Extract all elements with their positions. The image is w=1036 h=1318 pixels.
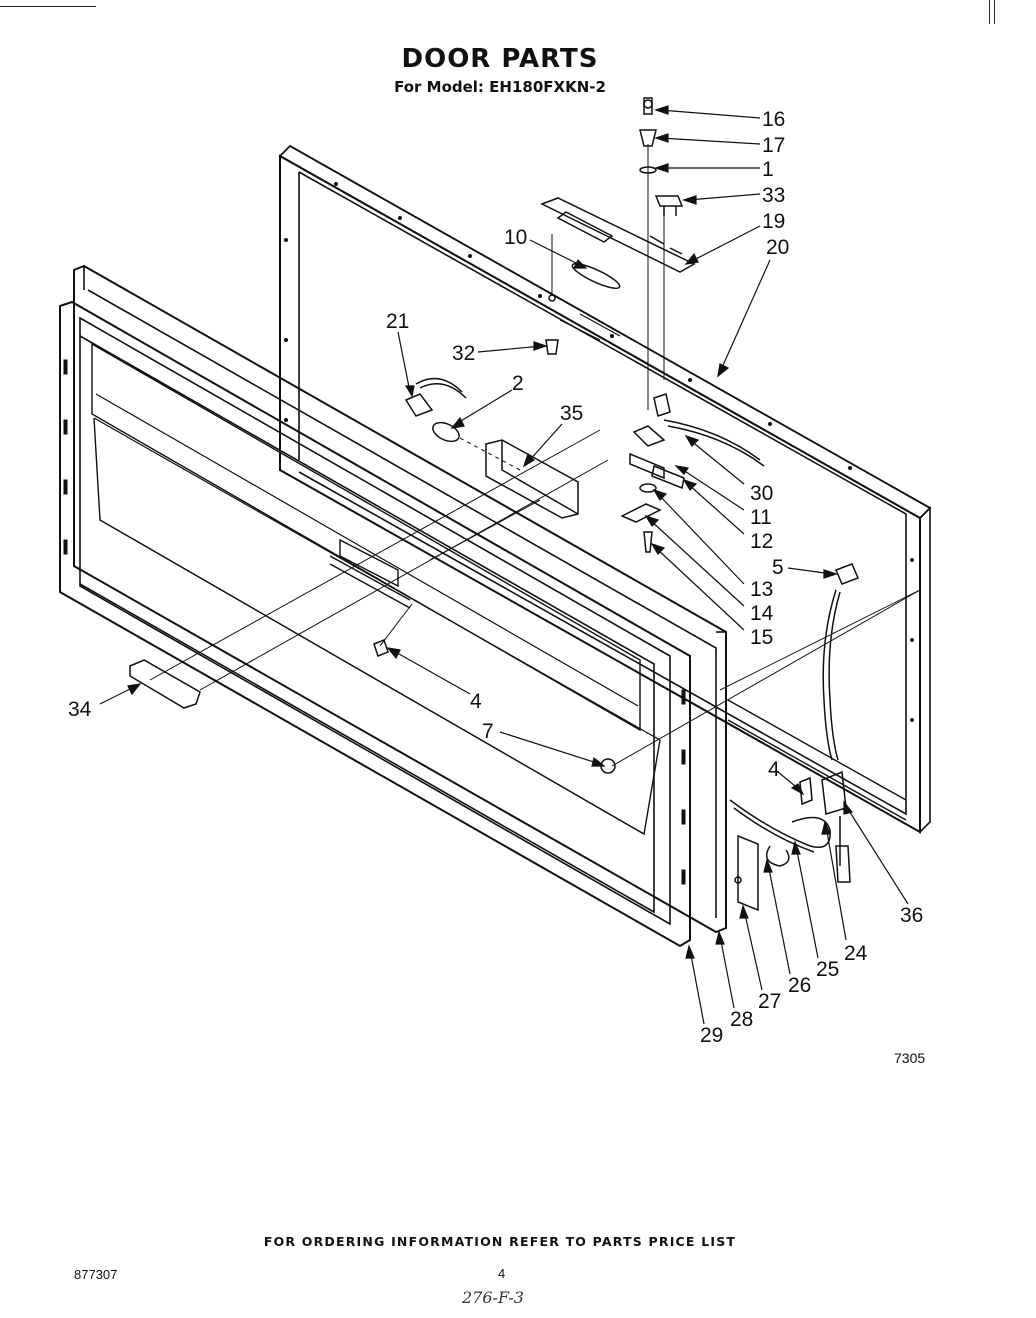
figure-number: 7305 [894, 1050, 926, 1066]
callout-11: 11 [750, 506, 772, 529]
door-outer-panel [59, 264, 727, 948]
callout-24: 24 [844, 942, 868, 965]
callout-28: 28 [730, 1008, 753, 1031]
callout-labels: 16 17 1 33 19 20 10 21 32 2 35 30 11 12 … [68, 108, 923, 1047]
callout-4-upper: 4 [470, 690, 482, 713]
callout-1: 1 [762, 158, 774, 181]
corner-mark [989, 0, 990, 24]
page-title: DOOR PARTS [401, 44, 599, 74]
light-socket [404, 377, 521, 471]
callout-27: 27 [758, 990, 781, 1013]
corner-mark [994, 0, 995, 24]
ordering-note: FOR ORDERING INFORMATION REFER TO PARTS … [263, 1234, 737, 1249]
callout-25: 25 [816, 958, 839, 981]
callout-14: 14 [750, 602, 774, 625]
hinge-stack [540, 97, 765, 553]
callout-29: 29 [700, 1024, 723, 1047]
callout-2: 2 [512, 372, 524, 395]
top-rule [0, 6, 96, 7]
heater-and-switch [729, 563, 859, 912]
callout-12: 12 [750, 530, 773, 553]
callout-13: 13 [750, 578, 773, 601]
callout-35: 35 [560, 402, 583, 425]
callout-34: 34 [68, 698, 92, 721]
page-number: 4 [498, 1266, 506, 1281]
callout-26: 26 [788, 974, 811, 997]
callout-15: 15 [750, 626, 773, 649]
callout-33: 33 [762, 184, 785, 207]
handwritten-note: 276-F-3 [462, 1288, 524, 1307]
callout-4-lower: 4 [768, 758, 780, 781]
callout-17: 17 [762, 134, 785, 157]
callout-7: 7 [482, 720, 494, 743]
rear-door-frame [278, 144, 932, 834]
callout-21: 21 [386, 310, 409, 333]
callout-10: 10 [504, 226, 527, 249]
callout-36: 36 [900, 904, 923, 927]
callout-19: 19 [762, 210, 785, 233]
document-number: 877307 [74, 1267, 118, 1282]
callout-16: 16 [762, 108, 785, 131]
light-shield [429, 439, 579, 561]
callout-30: 30 [750, 482, 773, 505]
model-line: For Model: EH180FXKN-2 [394, 78, 606, 96]
callout-32: 32 [452, 342, 475, 365]
callout-5: 5 [772, 556, 784, 579]
handle-and-latch [129, 429, 921, 774]
callout-20: 20 [766, 236, 789, 259]
leader-lines [99, 105, 909, 1025]
